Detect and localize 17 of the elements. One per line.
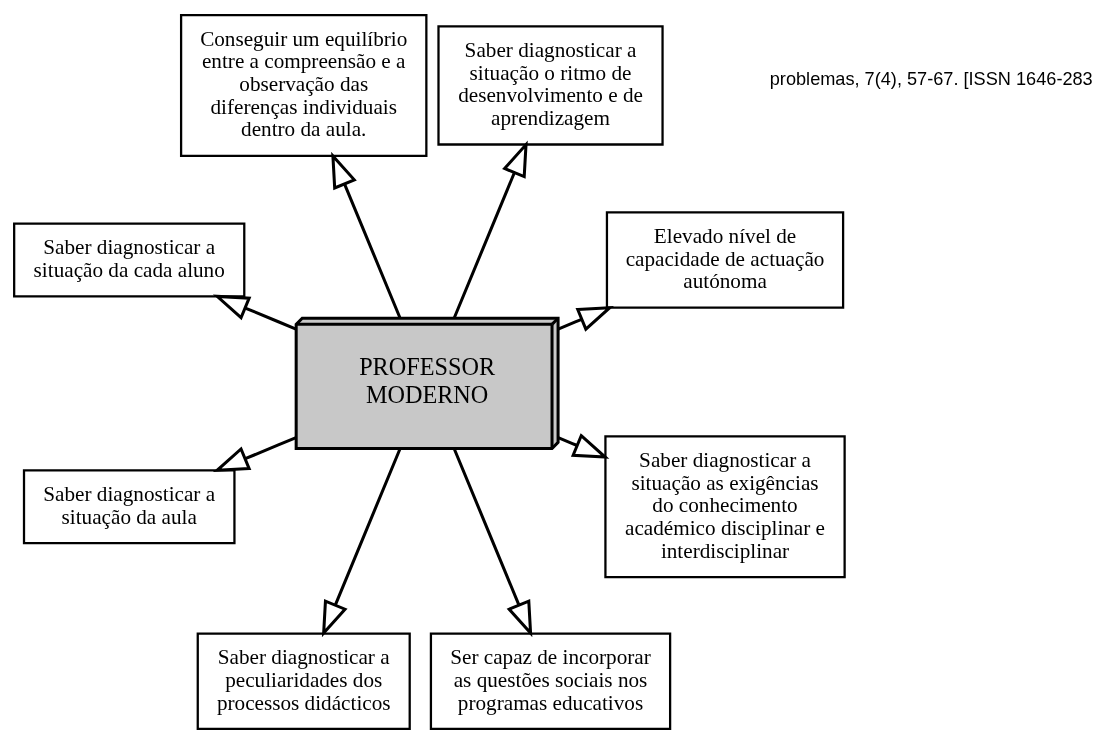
node-box: Saber diagnosticar a situação da cada aluno (13, 222, 246, 298)
arrow (452, 140, 528, 319)
node-box: Saber diagnosticar a situação da aula (22, 469, 236, 545)
arrow (452, 448, 533, 638)
node-box: Elevado nível de capacidade de actuação autónoma (605, 211, 845, 309)
arrow (212, 294, 297, 331)
arrow (557, 433, 610, 459)
node-box: Saber diagnosticar a situação as exigências do conhecimento académico disciplinar e interdisciplinar (604, 435, 846, 579)
node-box: Saber diagnosticar a peculiaridades dos processos didácticos (196, 632, 411, 731)
label: problemas, 7(4), 57-67. [ISSN 1646-283 (769, 69, 1093, 90)
arrow (321, 448, 402, 638)
arrow (557, 305, 614, 332)
arrow (212, 436, 297, 473)
node-box: Conseguir um equilíbrio entre a compreensão e a observação das diferenças individuais dentro da aula. (179, 13, 428, 157)
node-box: Ser capaz de incorporar as questões sociais nos programas educativos (429, 632, 672, 731)
arrow (331, 151, 402, 319)
node-box: Saber diagnosticar a situação o ritmo de desenvolvimento e de aprendizagem (437, 25, 664, 146)
